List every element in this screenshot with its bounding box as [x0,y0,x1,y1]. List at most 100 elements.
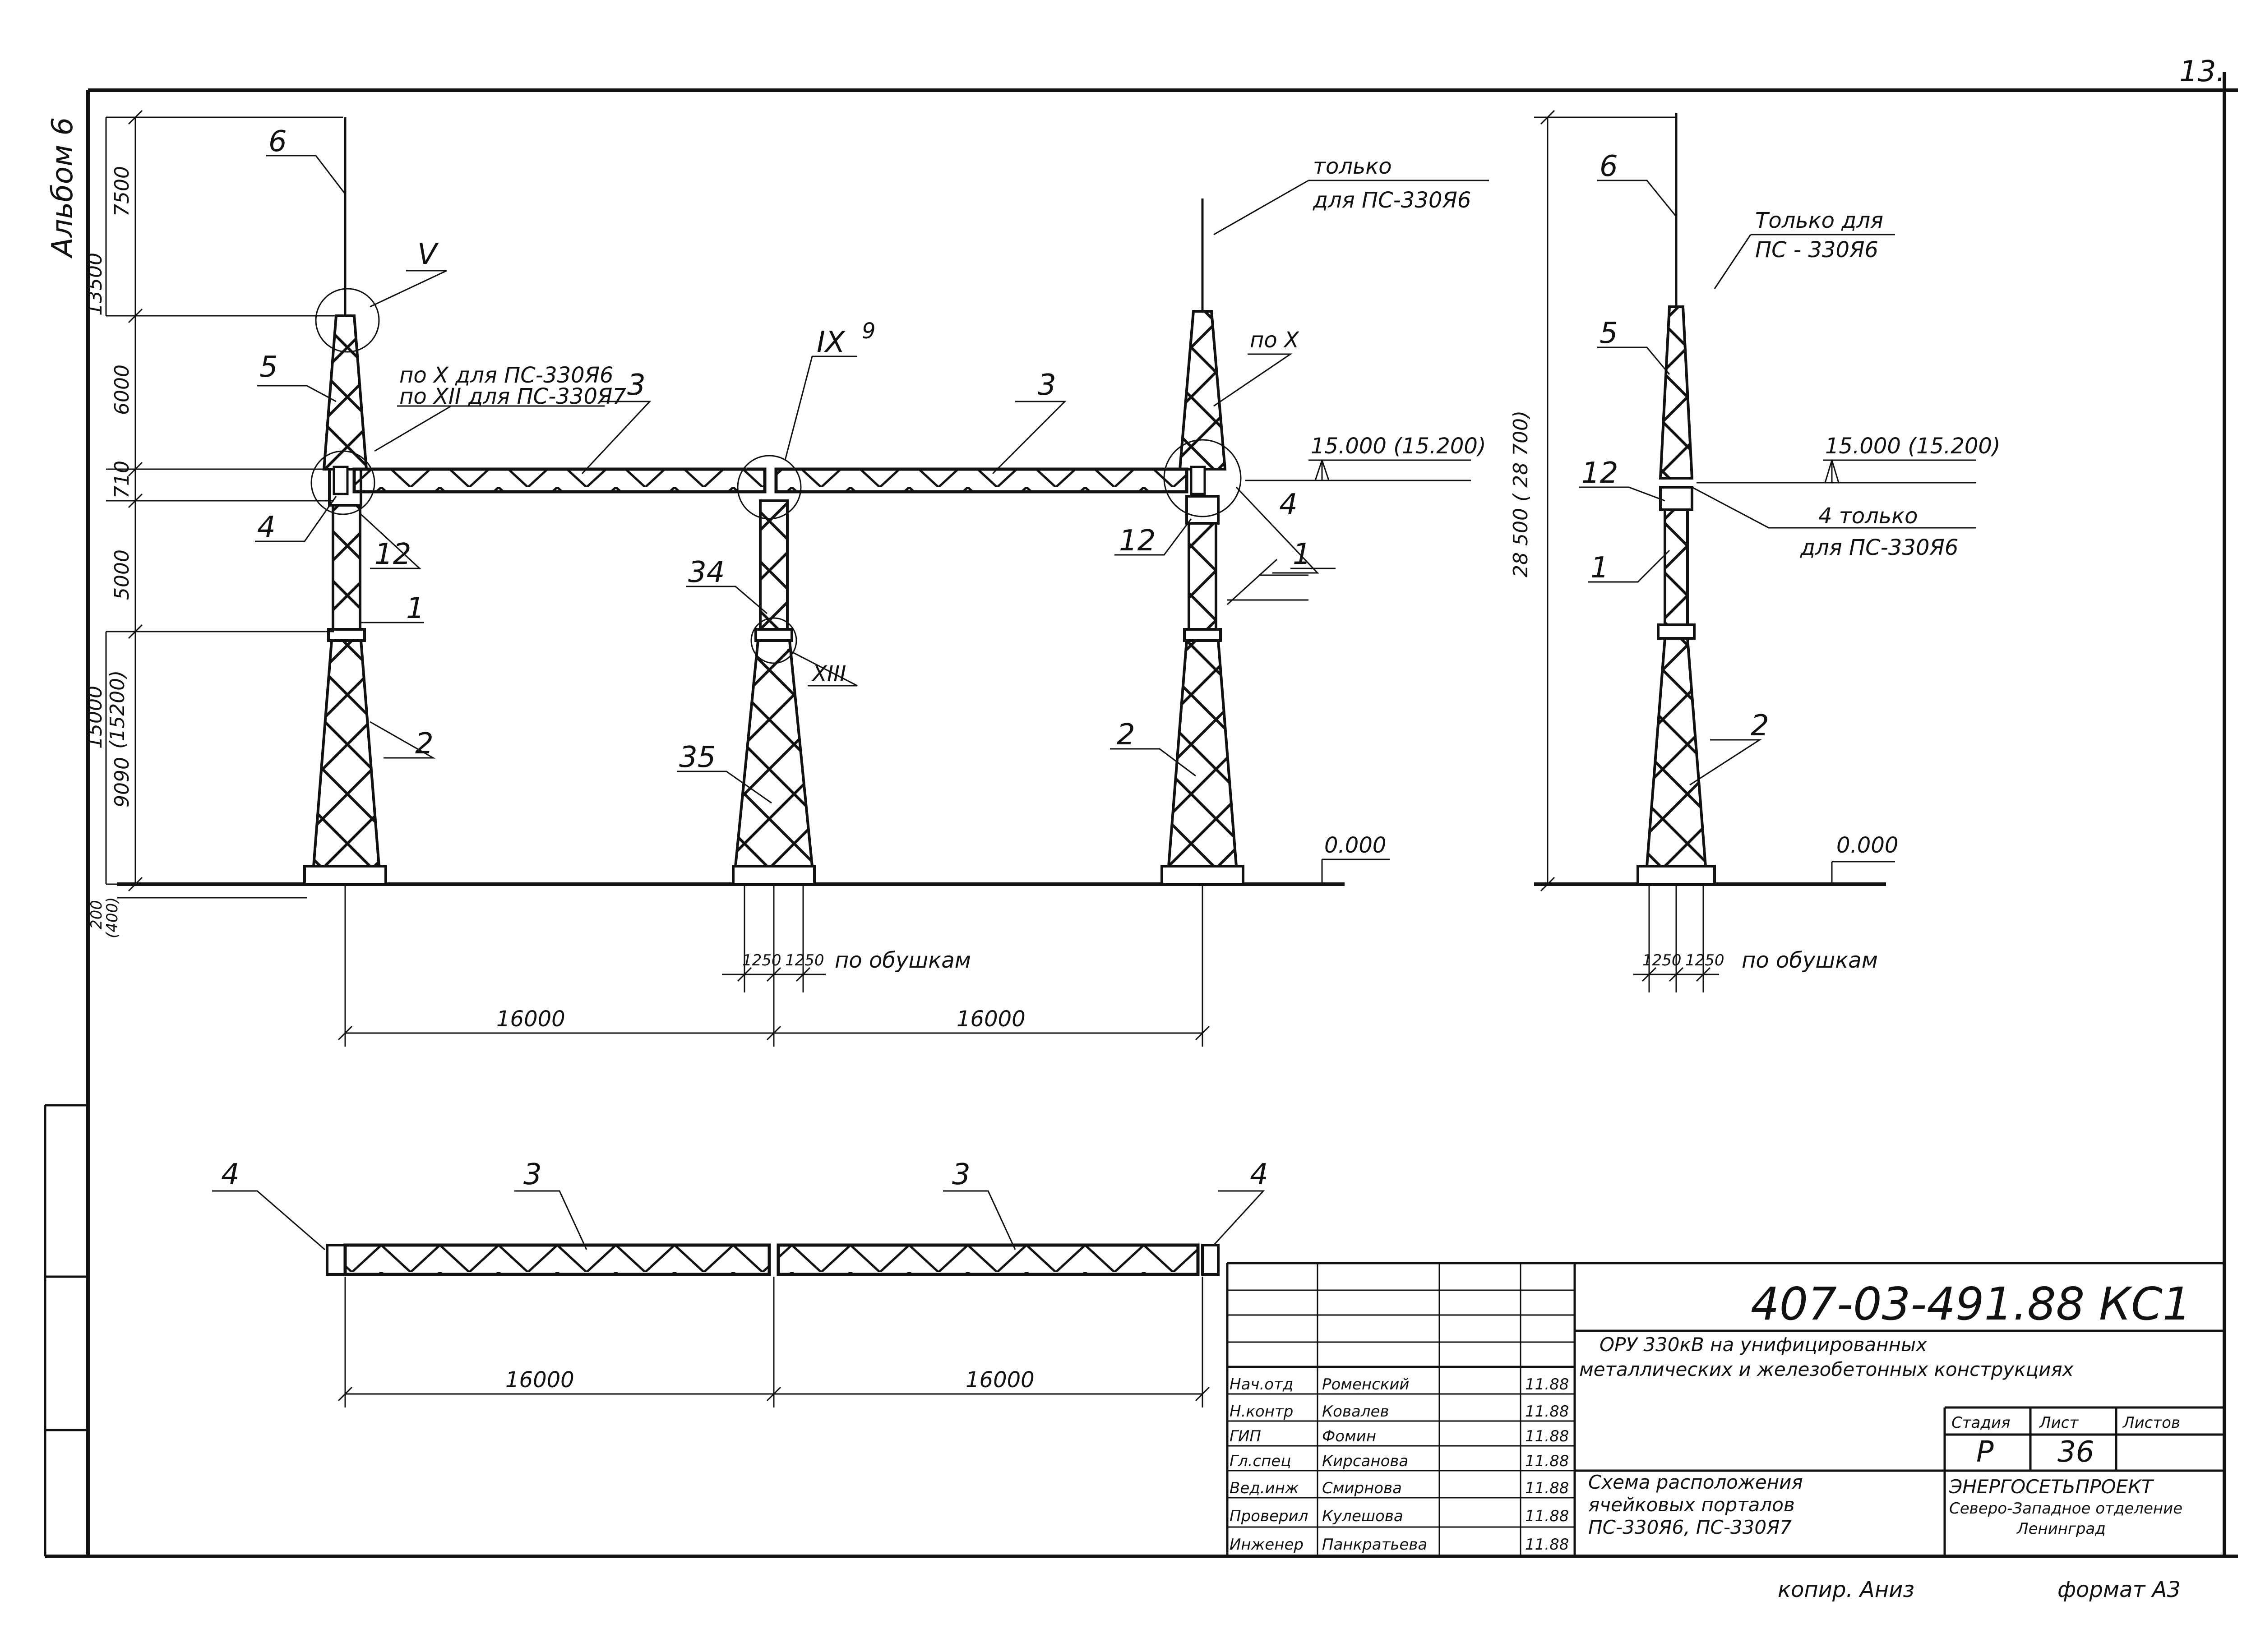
plan-end-right [1201,1244,1220,1276]
label-middle-section: 1 [406,592,425,625]
side-label-bracket-1: 4 только [1818,503,1918,529]
sheets-header: Листов [2122,1414,2180,1432]
footer-copied: копир. Аниз [1778,1577,1914,1602]
staff-name: Роменский [1322,1375,1410,1394]
side-joint [1659,486,1693,511]
node-xiii-circle [750,617,797,664]
side-level-beam: 15.000 (15.200) [1825,434,2001,459]
label-right-mast-only: только [1313,154,1392,179]
staff-name: Смирнова [1322,1479,1402,1497]
staff-role: Нач.отд [1230,1375,1293,1394]
label-beam-left: 3 [627,369,646,402]
staff-rows: Нач.отд Роменский 11.88 Н.контр Ковалев … [1230,1375,1569,1554]
label-bracket-right: 4 [1279,488,1298,521]
right-base [1167,639,1238,868]
org-line-2: Северо-Западное отделение [1949,1500,2182,1518]
side-label-bracket-2: для ПС-330Я6 [1800,535,1958,560]
side-dim-height: 28 500 ( 28 700) [1509,411,1532,577]
org-line-1: ЭНЕРГОСЕТЬПРОЕКТ [1949,1476,2154,1498]
sheet-title-2: ячейковых порталов [1588,1494,1795,1516]
beam-right [774,467,1188,494]
project-line-1: ОРУ 330кВ на унифицированных [1600,1334,1928,1356]
sheet-title-1: Схема расположения [1588,1471,1803,1493]
label-center-base: 35 [679,741,716,774]
dim-legs-1: 1250 [742,951,781,969]
dim-15000: 15000 [83,686,106,749]
stage-header: Стадия [1951,1414,2010,1432]
side-dim-legs-2: 1250 [1685,951,1724,969]
center-upper-section [759,499,789,633]
label-node-ix: IX [817,326,846,359]
side-label-middle-section: 1 [1590,551,1609,585]
staff-name: Фомин [1322,1427,1376,1445]
left-middle-section [332,504,361,633]
plan-beam-left [343,1243,771,1276]
dim-legs-note: по обушкам [835,948,971,973]
side-label-base: 2 [1751,709,1769,743]
side-middle-section [1664,508,1689,628]
dim-5000: 5000 [111,549,134,600]
side-base [1645,637,1707,868]
label-note-x-1: по X для ПС-330Я6 [399,363,614,388]
label-middle-section-right: 1 [1293,538,1311,571]
side-label-only-1: Только для [1755,208,1883,233]
right-footing [1160,865,1244,886]
dim-400: (400) [103,897,121,938]
plan-label-end-right: 4 [1250,1158,1268,1191]
sheet-value: 36 [2057,1435,2094,1469]
bracket-left [333,466,349,495]
label-upper-section: 5 [259,351,278,384]
label-node-ix-sheet: 9 [862,318,876,344]
stage-value: Р [1976,1435,1994,1469]
label-note-x-right: по X [1250,328,1299,353]
title-block: 407-03-491.88 КС1 ОРУ 330кВ на унифициро… [1226,1262,2224,1556]
staff-date: 11.88 [1525,1536,1569,1554]
node-ix-circle [737,455,802,520]
dim-13500: 13500 [83,253,106,316]
staff-date: 11.88 [1525,1427,1569,1445]
side-label-mast-top: 6 [1600,150,1618,183]
side-footing [1637,865,1716,886]
side-dim-legs-1: 1250 [1642,951,1682,969]
right-middle-section [1188,522,1217,633]
left-upper-section [322,314,368,471]
staff-role: Н.контр [1230,1403,1293,1421]
staff-name: Ковалев [1322,1403,1389,1421]
node-x-circle-right [1163,439,1242,517]
left-footing [303,865,387,886]
level-ground-front: 0.000 [1324,833,1386,858]
staff-date: 11.88 [1525,1479,1569,1497]
front-view: 6 V 5 по X для ПС-330Я6 по XII для ПС-33… [83,110,1489,1047]
side-label-joint: 12 [1581,457,1618,490]
sheet-frame [44,72,2238,1558]
staff-date: 11.88 [1525,1507,1569,1525]
side-upper-section [1659,305,1694,480]
right-splice [1183,628,1222,642]
center-footing [732,865,816,886]
staff-name: Кирсанова [1322,1452,1408,1470]
staff-role: Гл.спец [1230,1452,1291,1470]
label-node-xiii: XIII [811,661,846,687]
horizontal-dimensions-front [337,884,1210,1047]
node-iv-circle-left [310,450,375,515]
label-base-right: 2 [1117,718,1135,752]
dim-7500: 7500 [111,166,134,217]
node-v-circle [315,288,380,353]
dim-span-left: 16000 [496,1006,565,1032]
label-right-mast-for: для ПС-330Я6 [1313,188,1471,213]
dim-span-right: 16000 [957,1006,1026,1032]
plan-beam-right [777,1243,1200,1276]
dim-6000: 6000 [111,365,134,415]
sheet-header: Лист [2039,1414,2079,1432]
plan-dim-left: 16000 [505,1367,574,1393]
right-upper-section [1178,310,1227,471]
staff-date: 11.88 [1525,1375,1569,1394]
staff-name: Кулешова [1322,1507,1403,1525]
center-column [732,499,816,886]
right-column [1160,198,1244,886]
staff-role: Инженер [1230,1536,1304,1554]
footer-format: формат А3 [2057,1577,2181,1602]
side-label-upper-section: 5 [1600,317,1618,350]
plan-view: 4 3 3 4 16000 16000 [212,1158,1268,1407]
